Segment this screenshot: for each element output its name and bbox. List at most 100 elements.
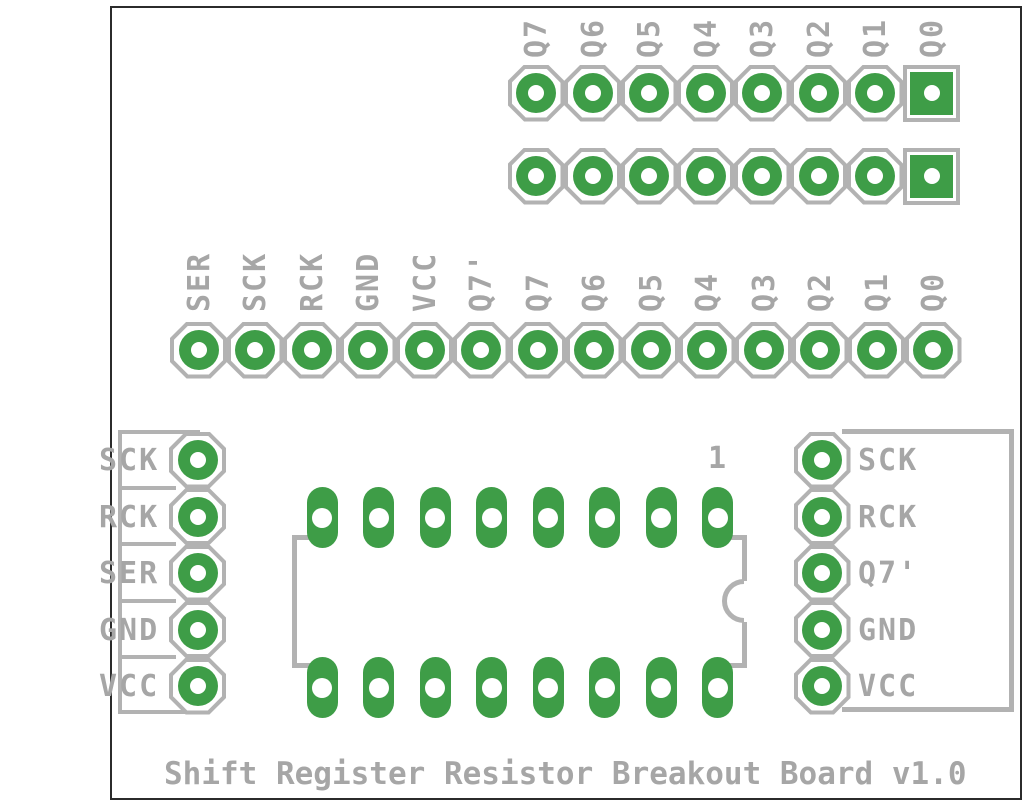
pin-Q0 [903,64,960,122]
round-pad [855,156,895,196]
round-pad [630,330,671,370]
pin-VCC [396,321,453,379]
ic-silk-right-arm-bottom [725,663,747,668]
pin-label-Q1: Q1 [858,17,893,58]
pin-Q4 [678,321,736,379]
round-pad [235,330,275,370]
pin-label-SCK: SCK [238,251,273,312]
pin-Q5 [620,64,678,122]
round-pad [798,73,839,113]
square-pad [910,154,953,198]
board-outline [110,6,1022,800]
ic-silk-right-arm-top [725,535,747,540]
pin-right-SCK [793,431,851,489]
pin-row-1 [507,147,565,205]
pin-label-Q6: Q6 [575,17,611,58]
round-pad [461,330,501,370]
round-pad [177,553,218,593]
pin-label-RCK: RCK [99,499,160,535]
pin-label-Q3: Q3 [745,17,780,58]
pin-left-RCK [169,488,226,545]
pin-label-GND: GND [99,612,160,648]
round-pad [517,330,558,370]
pin-Q4 [677,64,734,122]
round-pad [572,73,613,113]
ic-pad-bottom-4 [476,657,507,718]
pin-Q7 [509,321,566,379]
pin-row-7 [846,147,904,205]
ic-pad-top-2 [363,487,394,548]
pin-Q0 [904,321,962,379]
round-pad [802,609,842,650]
silk-left-box-div3 [118,599,176,603]
round-pad [798,156,839,196]
ic-pad-top-5 [532,487,564,548]
silk-left-box-top [118,430,200,434]
pin-row-5 [733,147,791,205]
board-title: Shift Register Resistor Breakout Board v… [164,756,967,792]
pin-row-6 [790,147,847,205]
pin-label-RCK: RCK [294,251,330,312]
pin-right-VCC [793,657,851,715]
silk-right-box-side [1009,429,1014,712]
round-pad [177,440,218,480]
round-pad [574,330,614,370]
round-pad [629,156,669,196]
pin-right-Q7' [793,544,851,602]
pin-label-Q7': Q7' [858,556,919,591]
pin-label-Q5: Q5 [633,271,669,312]
pin-label-Q4: Q4 [688,17,724,58]
round-pad [742,73,782,113]
ic-pin1-notch [722,579,744,623]
pin-left-VCC [169,657,226,715]
square-pad [910,71,953,115]
ic-pad-top-3 [419,487,451,548]
ic-pad-top-4 [476,487,507,548]
round-pad [629,73,669,113]
pin-label-RCK: RCK [858,499,919,535]
pin-label-SCK: SCK [858,443,919,478]
pin-left-SER [169,544,226,602]
round-pad [178,330,219,370]
ic-silk-right-bracket-upper [742,535,747,581]
pin-label-VCC: VCC [407,251,443,312]
ic-silk-right-bracket-lower [742,622,747,668]
round-pad [913,330,953,370]
pin-label-Q7': Q7' [464,251,499,312]
pin-Q5 [622,321,679,379]
pin-left-GND [169,601,226,658]
round-pad [572,156,613,196]
pin-Q3 [733,64,791,122]
silk-left-box-bottom [118,710,200,714]
round-pad [855,73,895,113]
silk-left-box-div2 [118,542,176,546]
pin-row-8 [903,147,960,205]
round-pad [404,330,445,370]
pin-label-Q7: Q7 [519,17,554,58]
silk-left-box-side [118,430,122,714]
pin1-marker: 1 [707,441,727,476]
ic-silk-left-arm-top [292,535,314,540]
round-pad [802,496,842,537]
ic-pad-bottom-5 [532,657,564,718]
pin-left-SCK [169,431,226,489]
pin-row-3 [620,147,678,205]
pin-GND [339,321,397,379]
pin-Q1 [846,64,904,122]
pin-Q6 [564,64,621,122]
ic-pad-top-1 [306,487,338,548]
pin-label-Q7: Q7 [520,271,556,312]
round-pad [177,666,218,706]
pin-Q2 [790,64,847,122]
pin-Q7' [452,321,510,379]
ic-pad-bottom-3 [419,657,451,718]
pin-SCK [226,321,284,379]
pin-Q7 [507,64,565,122]
ic-silk-left-bracket [292,535,297,668]
pin-Q6 [565,321,623,379]
pin-label-GND: GND [351,251,386,312]
round-pad [685,73,726,113]
pin-SER [170,321,227,379]
pin-label-GND: GND [858,612,919,648]
